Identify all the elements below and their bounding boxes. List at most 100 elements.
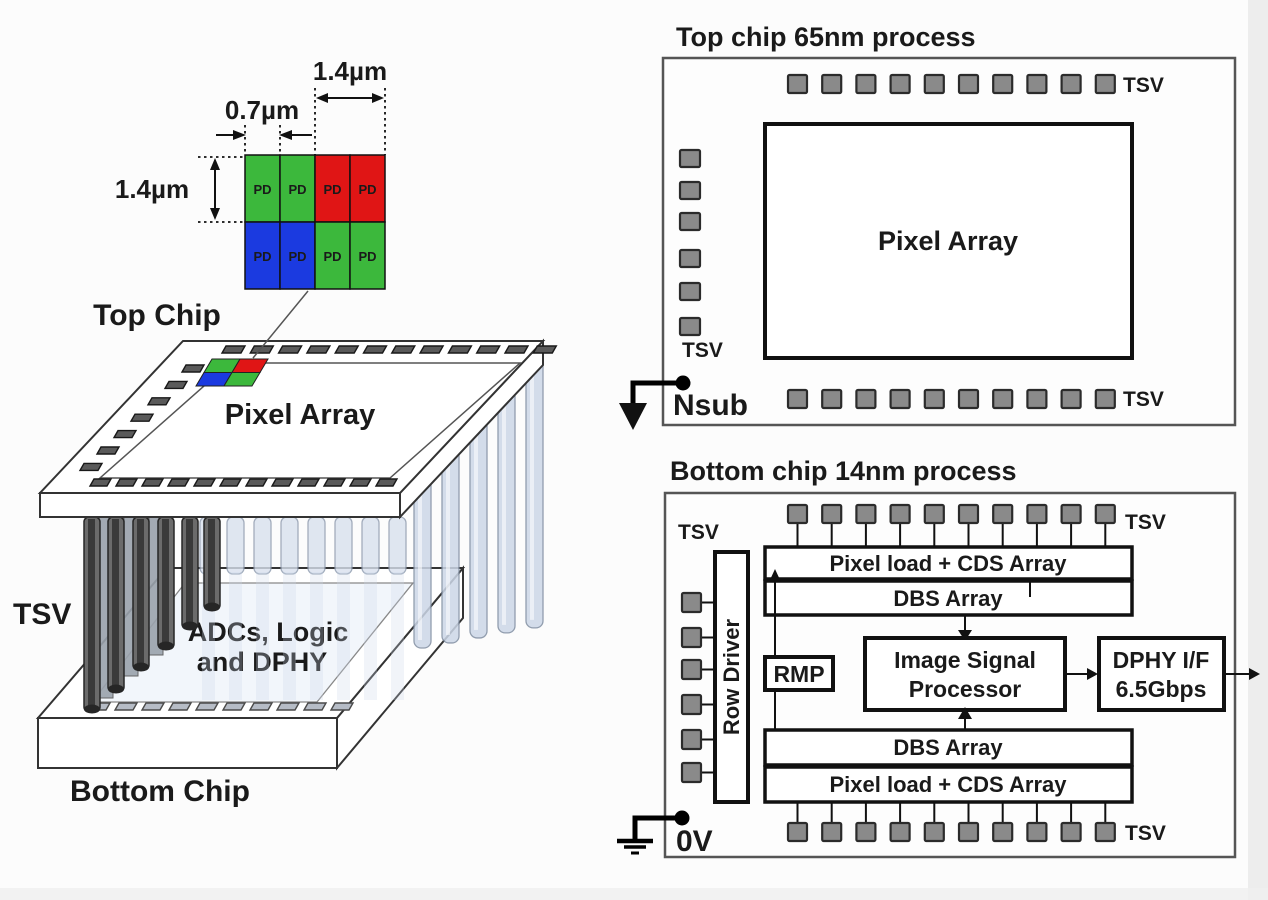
tsv-pad-icon — [786, 503, 809, 525]
pixel-array-box-label: Pixel Array — [878, 226, 1018, 256]
tsv-pillar-core — [112, 519, 119, 686]
nsub-label: Nsub — [673, 389, 748, 422]
tsv-pad-icon — [447, 345, 473, 354]
tsv-pad-icon — [1026, 388, 1048, 410]
tsv-pad-icon — [140, 702, 166, 711]
ground-connection: 0V — [617, 810, 713, 858]
tsv-pillar — [226, 516, 245, 575]
tsv-pad-icon — [192, 478, 217, 487]
bottom-chip-diagram: Bottom chip 14nm process TSV TSV Pixel l… — [617, 456, 1260, 859]
tsv-pillar-shadow — [256, 572, 269, 700]
tsv-pillar-highlight — [446, 455, 450, 635]
tsv-label: TSV — [1125, 822, 1166, 845]
tsv-pad-icon — [78, 462, 104, 472]
tsv-pad-icon — [1060, 73, 1082, 95]
tsv-pad-icon — [277, 345, 303, 354]
tsv-pad-icon — [889, 388, 911, 410]
tsv-pad-icon — [855, 73, 877, 95]
tsv-pad-icon — [855, 388, 877, 410]
tsv-pad-icon — [678, 148, 702, 169]
pd-cell — [314, 221, 351, 290]
tsv-pad-icon — [113, 702, 139, 711]
top-chip-top-face — [37, 340, 546, 494]
tsv-pad-icon — [680, 728, 703, 751]
tsv-pad-icon — [923, 388, 945, 410]
tsv-pillar-shadow — [337, 572, 350, 700]
arrow-right-icon — [1249, 668, 1260, 680]
tsv-pillar-highlight — [474, 425, 478, 630]
tsv-pillar — [253, 516, 272, 575]
dbs-array-bar-top — [763, 579, 1134, 617]
tsv-pad-icon — [786, 73, 809, 95]
dim-label-width-full: 1.4µm — [313, 56, 387, 86]
tsv-pillars-right — [413, 358, 544, 649]
chip-stack-3d: ADCs, Logic and DPHY Pixel Array — [13, 290, 558, 808]
tsv-pillar — [361, 516, 380, 575]
tsv-pad-icon — [221, 702, 247, 711]
tsv-pillar-cap — [133, 662, 149, 672]
cell-green — [223, 372, 261, 387]
dbs-array-label: DBS Array — [893, 735, 1003, 760]
nsub-connection: Nsub — [619, 375, 748, 430]
arrow-up-icon — [958, 707, 972, 719]
tsv-pad-icon — [957, 388, 980, 410]
tsv-pad-icon — [1094, 821, 1116, 843]
tsv-label: TSV — [1123, 74, 1164, 97]
pd-label: PD — [358, 182, 376, 197]
tsv-pad-icon — [957, 73, 980, 95]
tsv-pad-icon — [821, 821, 843, 843]
arrow-right-icon — [372, 93, 384, 103]
tsv-pad-icon — [821, 503, 843, 525]
tsv-pad-icon — [889, 503, 911, 525]
dphy-box — [1097, 636, 1226, 712]
tsv-pad-icon — [362, 345, 388, 354]
tsv-pad-icon — [1094, 73, 1116, 95]
pixel-load-cds-label: Pixel load + CDS Array — [829, 551, 1067, 576]
tsv-pad-icon — [992, 73, 1014, 95]
tsv-pad-icon — [855, 821, 877, 843]
tsv-pillar — [280, 516, 299, 575]
tsv-pad-icon — [163, 380, 189, 390]
tsv-pad-icon — [475, 345, 501, 354]
top-chip-diagram: Top chip 65nm process TSV Pixel Array TS… — [619, 22, 1237, 430]
color-filter-cell-3d — [195, 358, 269, 387]
top-chip-pad-column-left — [78, 364, 206, 472]
tsv-pillar-core — [162, 519, 169, 643]
tsv-pad-icon — [889, 821, 911, 843]
arrow-down-icon — [958, 630, 972, 641]
tsv-pillar — [413, 477, 432, 649]
tsv-pillar — [441, 447, 460, 644]
pd-label: PD — [253, 182, 271, 197]
tsv-pillar-shadow — [310, 572, 323, 700]
tsv-pad-icon — [112, 429, 138, 439]
adcs-label-line1: ADCs, Logic — [188, 617, 349, 647]
tsv-column-left — [680, 591, 715, 784]
tsv-pad-icon — [1026, 821, 1048, 843]
pixel-array-box — [763, 122, 1134, 360]
pd-cell — [279, 221, 316, 290]
tsv-pad-icon — [249, 345, 275, 354]
pd-cell — [349, 154, 386, 223]
pd-cell — [279, 154, 316, 223]
substrate-arrow-icon — [619, 403, 647, 430]
tsv-pad-icon — [218, 478, 243, 487]
pointer-line — [252, 290, 309, 359]
tsv-pad-icon — [296, 478, 321, 487]
tsv-pillar-cap — [204, 602, 220, 612]
bottom-chip-label: Bottom Chip — [70, 775, 250, 808]
dphy-label-line1: DPHY I/F — [1113, 647, 1210, 673]
pd-cell — [244, 221, 281, 290]
tsv-pad-icon — [1094, 388, 1116, 410]
tsv-pillar-cap — [158, 641, 174, 651]
tsv-pillar — [334, 516, 353, 575]
tsv-label: TSV — [678, 521, 719, 544]
tsv-pad-icon — [678, 281, 702, 302]
rmp-box — [763, 655, 835, 692]
tsv-pad-icon — [680, 591, 703, 614]
tsv-pillar-highlight — [418, 485, 422, 640]
tsv-pillar-cap — [182, 621, 198, 631]
tsv-pad-icon — [1060, 503, 1082, 525]
tsv-pad-icon — [680, 626, 703, 649]
dbs-array-bar-bottom — [763, 728, 1134, 767]
